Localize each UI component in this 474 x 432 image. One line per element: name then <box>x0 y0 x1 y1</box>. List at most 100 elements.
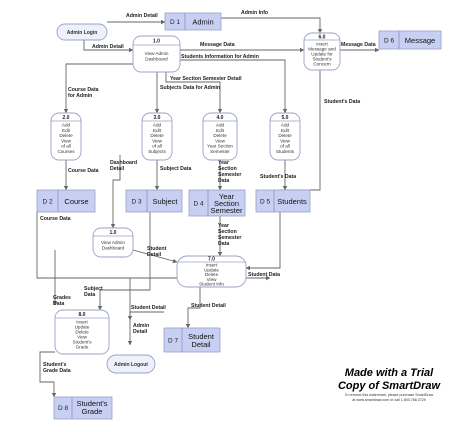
store-code: D 6 <box>384 38 395 45</box>
store-d3-subject[interactable]: D 3 Subject <box>125 189 183 213</box>
store-code: D 5 <box>260 199 271 206</box>
flow-line-grade-data <box>39 351 57 398</box>
flow-line-student-data <box>245 212 281 271</box>
flow-line-student-detail-3 <box>127 311 164 321</box>
store-code: D 3 <box>131 199 142 206</box>
flow-lines <box>36 17 380 398</box>
flow-labels: Admin Detail Admin Info Admin Detail Mes… <box>40 10 376 374</box>
flow-label-admin-info: Admin Info <box>241 10 268 16</box>
store-d1-admin[interactable]: D 1 Admin <box>164 12 222 31</box>
flow-label-students-data-mid: Student's Data <box>260 174 296 180</box>
process-number: 1.0 <box>110 230 117 236</box>
flow-line-admin-detail-left <box>83 40 134 53</box>
store-d5-students[interactable]: D 5 Students <box>255 189 311 213</box>
flow-label-course-data-down: Course Data <box>68 168 99 174</box>
entity-label: Admin Logout <box>114 362 148 368</box>
store-code: D 7 <box>168 338 179 345</box>
process-number: 6.0 <box>319 35 326 41</box>
flow-label-message-data-2: Message Data <box>341 42 376 48</box>
flow-label-subject-data-down: Subject Data <box>160 166 192 172</box>
process-number: 3.0 <box>154 115 161 121</box>
flow-line-year-section-semester <box>165 72 223 114</box>
flow-label-message-data-1: Message Data <box>200 42 235 48</box>
store-d2-course[interactable]: D 2 Course <box>36 189 96 213</box>
store-name: Admin <box>192 18 213 27</box>
flow-label-student-detail-3: Student Detail <box>131 305 166 311</box>
flow-line-student-detail-1 <box>132 249 178 264</box>
flow-line-subject-data-low <box>97 212 151 311</box>
flow-line-admin-info <box>221 17 323 34</box>
store-d6-message[interactable]: D 6 Message <box>378 30 442 50</box>
flow-label-year-section-semester: Year Section Semester Detail <box>170 76 242 82</box>
watermark-line-4: at www.smartdraw.com or call 1.800.768.3… <box>352 398 426 402</box>
flow-line-students-info <box>180 59 288 114</box>
entity-admin-login[interactable]: Admin Login <box>56 23 108 41</box>
process-number: 5.0 <box>282 115 289 121</box>
flow-label-subjects-for-admin: Subjects Data for Admin <box>160 85 220 91</box>
flow-label-admin-detail-left: Admin Detail <box>92 44 124 50</box>
store-name: Students <box>277 197 307 206</box>
process-number: 1.0 <box>153 39 160 45</box>
flow-label-student-data: Student Data <box>248 272 280 278</box>
store-code: D 8 <box>58 405 69 412</box>
store-name: Subject <box>152 197 178 206</box>
flow-line-dashboard-detail <box>110 155 121 229</box>
process-number: 8.0 <box>79 312 86 318</box>
entity-label: Admin Login <box>67 30 98 36</box>
flow-label-admin-detail-top: Admin Detail <box>126 13 158 19</box>
watermark-line-1: Made with a Trial <box>345 367 434 379</box>
store-code: D 1 <box>170 19 181 26</box>
flow-line-course-for-admin <box>63 63 138 114</box>
store-code: D 4 <box>193 201 204 208</box>
flow-line-student-detail-2 <box>185 278 201 329</box>
entity-admin-logout[interactable]: Admin Logout <box>106 354 156 374</box>
process-number: 2.0 <box>63 115 70 121</box>
store-name: Course <box>64 197 88 206</box>
flow-label-student-detail-2: Student Detail <box>191 303 226 309</box>
store-code: D 2 <box>42 199 53 206</box>
flow-label-students-info: Students Information for Admin <box>181 54 259 60</box>
watermark-line-2: Copy of SmartDraw <box>338 380 442 392</box>
process-number: 4.0 <box>217 115 224 121</box>
store-name: Message <box>405 36 435 45</box>
flow-label-students-data-right: Student's Data <box>324 99 360 105</box>
process-number: 7.0 <box>208 257 215 263</box>
watermark-line-3: To remove this watermark, please purchas… <box>345 393 434 397</box>
flow-label-course-data-left: Course Data <box>40 216 71 222</box>
watermark: Made with a Trial Copy of SmartDraw To r… <box>338 367 442 402</box>
